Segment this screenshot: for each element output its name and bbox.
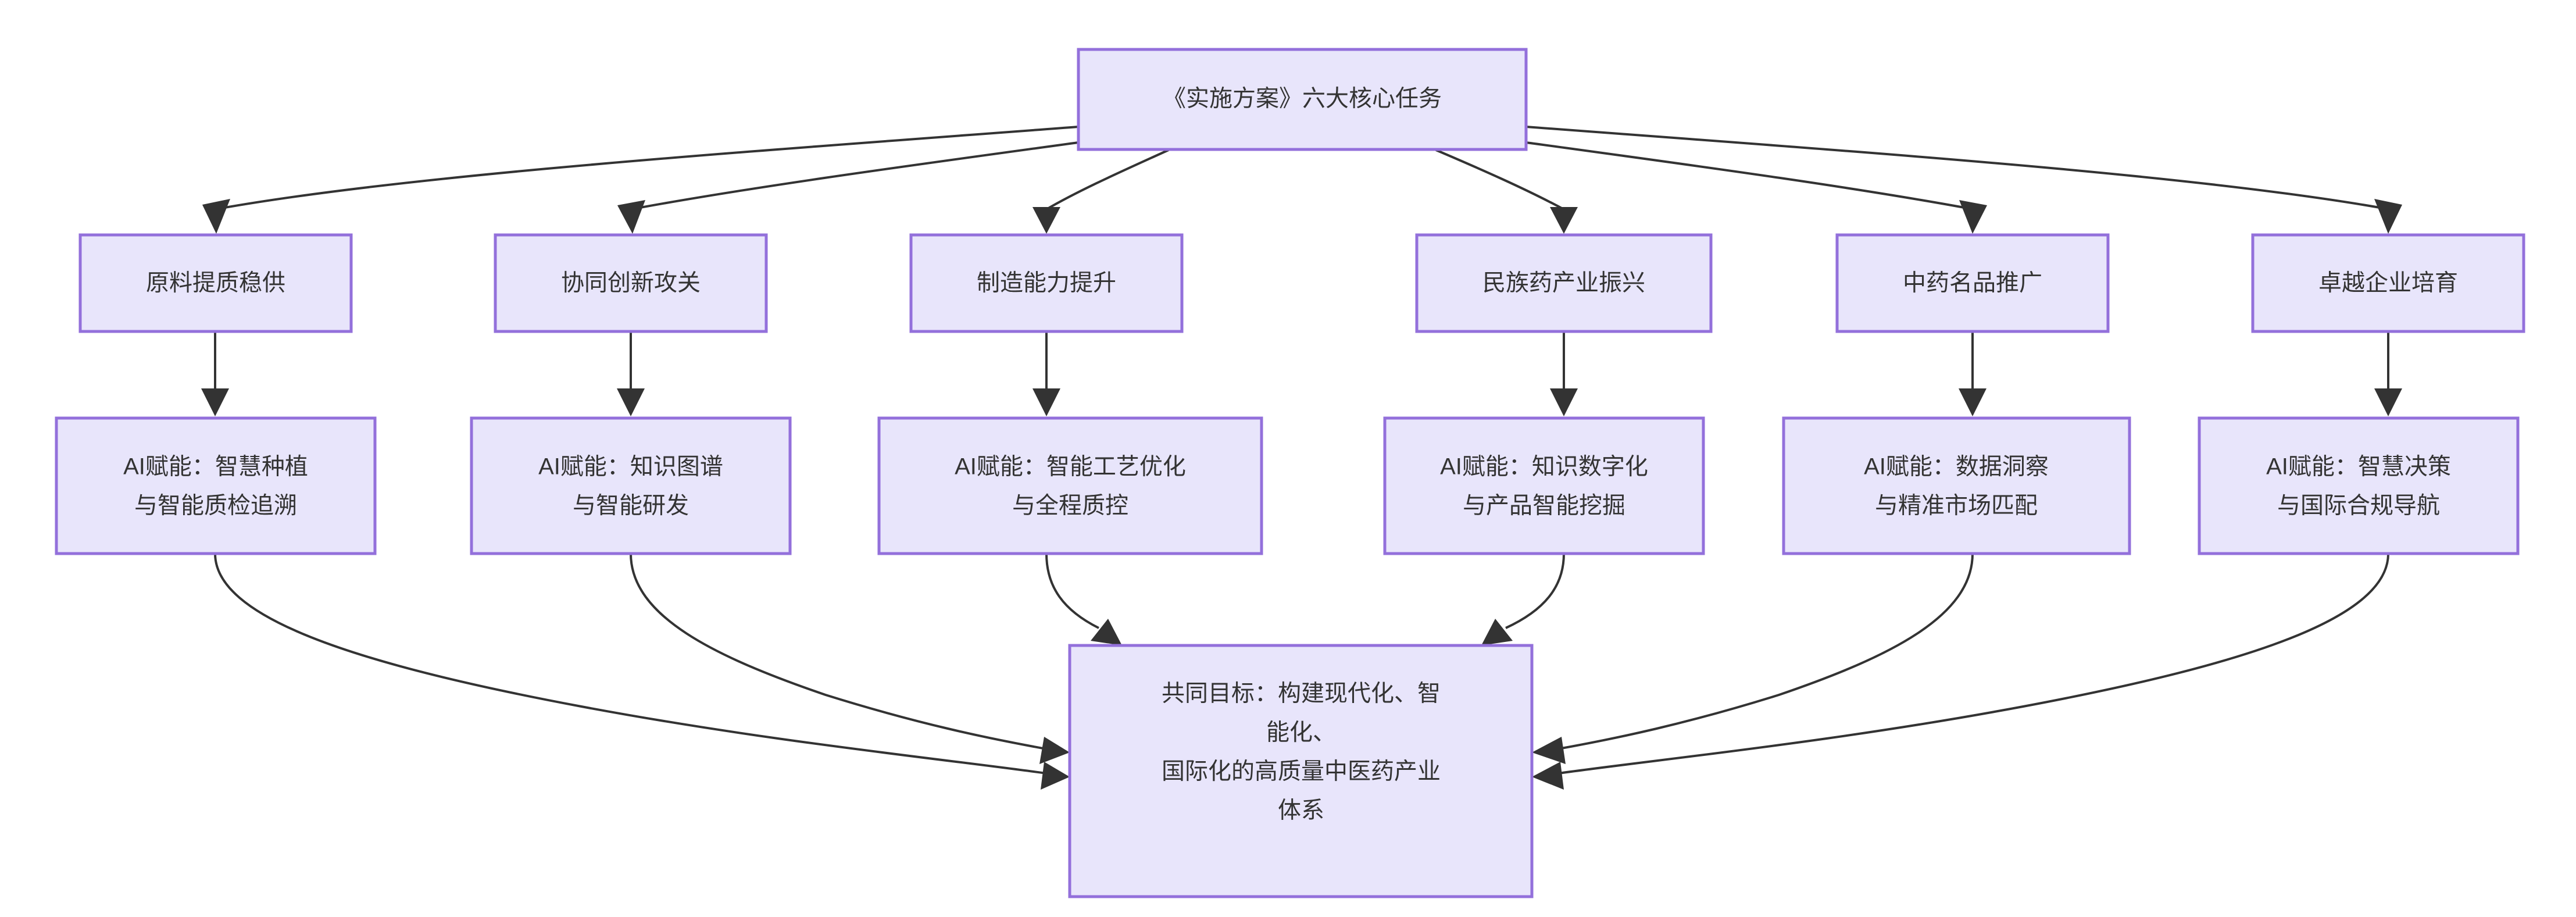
edge-root-task3	[1045, 149, 1169, 210]
edge-root-task4	[1435, 149, 1564, 210]
node-task2[interactable]: 协同创新攻关	[494, 233, 768, 333]
node-ai1-label-line2: 与智能质检追溯	[134, 493, 297, 519]
edge-ai4-goal	[1505, 553, 1565, 629]
edge-ai2-goal	[630, 553, 1047, 750]
edge-root-task2	[630, 141, 1079, 210]
edge-arrow-root-task6	[2374, 199, 2402, 234]
edge-arrow-ai3-goal	[1091, 619, 1122, 645]
node-goal-label-line3: 国际化的高质量中医药产业	[1162, 759, 1441, 784]
node-ai4-label-line1: AI赋能：知识数字化	[1440, 454, 1648, 480]
node-goal-label-line1: 共同目标：构建现代化、智	[1162, 681, 1441, 707]
edge-group-ai-to-goal	[214, 553, 2389, 790]
node-root-label: 《实施方案》六大核心任务	[1163, 86, 1442, 112]
node-ai2-label-line2: 与智能研发	[573, 493, 689, 519]
node-ai3-label-line2: 与全程质控	[1012, 493, 1128, 519]
edge-arrow-ai6-goal	[1532, 762, 1564, 790]
edge-root-task6	[1525, 126, 2390, 210]
node-ai1-label-line1: AI赋能：智慧种植	[123, 454, 308, 480]
node-task6-label: 卓越企业培育	[2318, 270, 2458, 296]
edge-arrow-task2-ai2	[617, 388, 645, 416]
node-ai5-label-line1: AI赋能：数据洞察	[1864, 454, 2049, 480]
node-root[interactable]: 《实施方案》六大核心任务	[1077, 48, 1528, 151]
node-task5[interactable]: 中药名品推广	[1835, 233, 2110, 333]
edge-ai5-goal	[1557, 553, 1974, 750]
edge-root-task1	[215, 126, 1079, 210]
node-task1-box[interactable]	[78, 233, 353, 333]
edge-arrow-root-task4	[1550, 207, 1578, 234]
node-goal-label-line2: 能化、	[1266, 720, 1336, 745]
node-task5-box[interactable]	[1835, 233, 2110, 333]
node-task4[interactable]: 民族药产业振兴	[1415, 233, 1713, 333]
edge-arrow-ai2-goal	[1039, 737, 1070, 764]
node-ai4-label-line2: 与产品智能挖掘	[1463, 493, 1625, 519]
node-task6-box[interactable]	[2251, 233, 2525, 333]
node-ai3[interactable]: AI赋能：智能工艺优化 与全程质控	[877, 416, 1263, 555]
edge-arrow-task6-ai6	[2374, 388, 2402, 416]
edge-arrow-ai4-goal	[1481, 619, 1513, 645]
node-goal[interactable]: 共同目标：构建现代化、智 能化、 国际化的高质量中医药产业 体系	[1068, 644, 1534, 898]
edge-root-task5	[1525, 141, 1974, 210]
node-goal-label-line4: 体系	[1278, 798, 1324, 823]
node-task1[interactable]: 原料提质稳供	[78, 233, 353, 333]
edge-arrow-ai5-goal	[1532, 737, 1566, 764]
node-ai4-box[interactable]	[1383, 416, 1705, 555]
node-ai6-label-line1: AI赋能：智慧决策	[2266, 454, 2451, 480]
node-root-box[interactable]	[1077, 48, 1528, 151]
node-ai3-box[interactable]	[877, 416, 1263, 555]
edge-arrow-root-task1	[202, 199, 230, 234]
edge-ai6-goal	[1557, 553, 2389, 775]
node-ai6-box[interactable]	[2198, 416, 2520, 555]
node-ai6[interactable]: AI赋能：智慧决策 与国际合规导航	[2198, 416, 2520, 555]
edge-group-tasks-to-ai	[201, 331, 2402, 416]
edge-arrow-task3-ai3	[1032, 388, 1060, 416]
node-task4-label: 民族药产业振兴	[1482, 270, 1645, 296]
edge-arrow-root-task2	[617, 200, 645, 234]
edge-arrow-task5-ai5	[1959, 388, 1987, 416]
node-ai3-label-line1: AI赋能：智能工艺优化	[955, 454, 1186, 480]
node-ai2[interactable]: AI赋能：知识图谱 与智能研发	[470, 416, 792, 555]
node-ai6-label-line2: 与国际合规导航	[2277, 493, 2440, 519]
node-ai1-box[interactable]	[55, 416, 377, 555]
node-task2-box[interactable]	[494, 233, 768, 333]
node-ai5[interactable]: AI赋能：数据洞察 与精准市场匹配	[1782, 416, 2131, 555]
node-task3-label: 制造能力提升	[977, 270, 1116, 296]
node-ai2-box[interactable]	[470, 416, 792, 555]
node-goal-box[interactable]	[1068, 644, 1534, 898]
edge-group-root-to-tasks	[202, 126, 2402, 234]
node-ai2-label-line1: AI赋能：知识图谱	[538, 454, 723, 480]
edge-arrow-root-task5	[1959, 200, 1987, 234]
node-task4-box[interactable]	[1415, 233, 1713, 333]
node-task3[interactable]: 制造能力提升	[909, 233, 1184, 333]
node-ai4[interactable]: AI赋能：知识数字化 与产品智能挖掘	[1383, 416, 1705, 555]
edge-ai3-goal	[1045, 553, 1099, 629]
node-ai1[interactable]: AI赋能：智慧种植 与智能质检追溯	[55, 416, 377, 555]
node-task6[interactable]: 卓越企业培育	[2251, 233, 2525, 333]
edge-arrow-ai1-goal	[1041, 762, 1070, 790]
node-task3-box[interactable]	[909, 233, 1184, 333]
node-task2-label: 协同创新攻关	[561, 270, 701, 296]
edge-arrow-task1-ai1	[201, 388, 229, 416]
edge-arrow-root-task3	[1032, 207, 1060, 234]
node-task1-label: 原料提质稳供	[146, 270, 285, 296]
node-ai5-box[interactable]	[1782, 416, 2131, 555]
node-ai5-label-line2: 与精准市场匹配	[1875, 493, 2038, 519]
edge-arrow-task4-ai4	[1550, 388, 1578, 416]
node-task5-label: 中药名品推广	[1903, 270, 2042, 296]
edge-ai1-goal	[214, 553, 1047, 775]
